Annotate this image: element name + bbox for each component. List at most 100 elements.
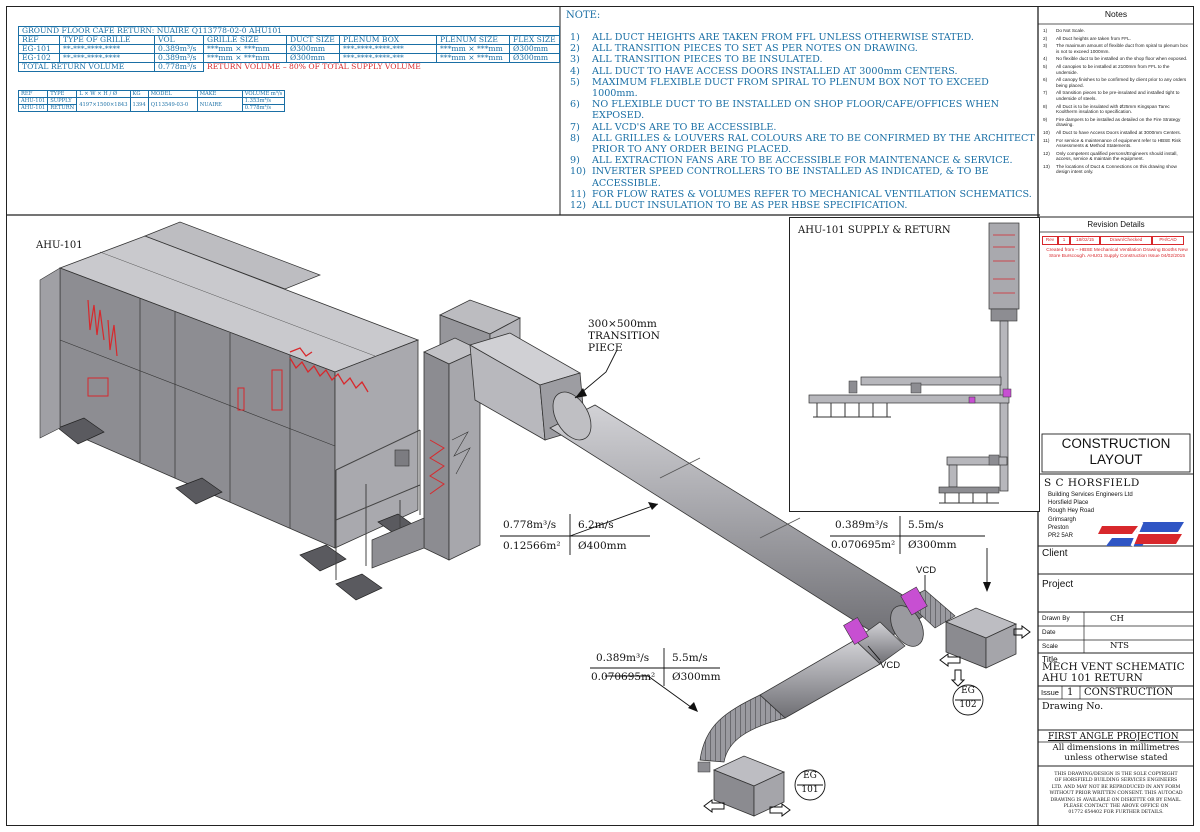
main-flow-diameter: Ø400mm — [578, 540, 627, 552]
side-note-item: 6) All canopy finishes to be confirmed by… — [1043, 77, 1191, 88]
address-line: Building Services Engineers Ltd — [1048, 492, 1133, 498]
note-number: 11) — [570, 188, 586, 200]
branch-eg101 — [697, 617, 906, 817]
inset-view — [789, 217, 1040, 512]
note-number: 8) — [1043, 103, 1048, 109]
note-number: 5) — [1043, 63, 1048, 69]
note-text: MAXIMUM FLEXIBLE DUCT FROM SPIRAL TO PLE… — [592, 76, 989, 100]
company-address: Building Services Engineers Ltd Horsfiel… — [1048, 491, 1133, 540]
note-text: All Duct is to be insulated with Ø25mm K… — [1056, 103, 1170, 115]
note-number: 12) — [570, 200, 586, 212]
side-note-item: 2)All Duct heights are taken from FFL. — [1043, 36, 1191, 42]
note-text: ALL VCD'S ARE TO BE ACCESSIBLE. — [592, 121, 777, 133]
main-flow-area: 0.12566m² — [503, 540, 561, 552]
note-item: 8)ALL GRILLES & LOUVERS RAL COLOURS ARE … — [570, 133, 1036, 155]
issue-status: CONSTRUCTION — [1084, 687, 1174, 698]
side-notes-list: 1)Do Not Scale. 2)All Duct heights are t… — [1043, 28, 1191, 177]
grille-102-prefix: EG — [961, 686, 975, 696]
note-item: 11)FOR FLOW RATES & VOLUMES REFER TO MEC… — [570, 189, 1036, 200]
main-flow-volume: 0.778m³/s — [503, 519, 557, 531]
company-name: S C HORSFIELD — [1044, 477, 1140, 489]
copyright-note: THIS DRAWING/DESIGN IS THE SOLE COPYRIGH… — [1038, 772, 1194, 817]
notes-heading: NOTE: — [566, 10, 601, 21]
side-note-item: 13) The locations of Duct & Connections o… — [1043, 164, 1191, 175]
table-row: AHU-101 RETURN 0.778m³/s — [17, 104, 286, 112]
note-number: 10) — [570, 166, 586, 178]
title-line: MECH VENT SCHEMATIC — [1042, 661, 1185, 673]
notes-list: 1) ALL DUCT HEIGHTS ARE TAKEN FROM FFL UN… — [570, 32, 1036, 211]
leader-lines — [569, 349, 988, 711]
ahu-unit — [39, 221, 420, 601]
dims-line: unless otherwise stated — [1064, 752, 1168, 763]
branch-b-velocity: 5.5m/s — [672, 652, 708, 664]
side-note-item: 8) All Duct is to be insulated with Ø25mm… — [1043, 104, 1191, 115]
transition-riser — [335, 299, 521, 580]
note-text: All transition pieces to be pre-insulate… — [1056, 90, 1180, 101]
title-label: Title — [1042, 654, 1058, 664]
address-line: Horsfield Place — [1048, 500, 1089, 507]
branch-a-volume: 0.389m³/s — [835, 519, 889, 531]
note-text: ALL DUCT HEIGHTS ARE TAKEN FROM FFL UNLE… — [592, 32, 974, 43]
issue-label: Issue — [1041, 688, 1059, 697]
note-number: 13) — [1043, 163, 1050, 169]
scale-value: NTS — [1110, 641, 1129, 651]
note-item: 7)ALL VCD'S ARE TO BE ACCESSIBLE. — [570, 122, 1036, 133]
note-text: NO FLEXIBLE DUCT TO BE INSTALLED ON SHOP… — [592, 99, 1000, 122]
grille-101-number: 101 — [801, 785, 819, 795]
note-text: The locations of Duct & Connections on t… — [1056, 163, 1177, 175]
drawing-number-label: Drawing No. — [1042, 701, 1104, 712]
note-text: All canopy finishes to be confirmed by c… — [1056, 77, 1187, 88]
copyright-line: LTD. AND MAY NOT BE REPRODUCED IN ANY FO… — [1051, 784, 1181, 790]
note-item: 10)INVERTER SPEED CONTROLLERS TO BE INST… — [570, 166, 1036, 188]
revision-text: Created from – HBSE Mechanical Ventilati… — [1046, 248, 1188, 259]
dimensions-note: All dimensions in millimetres unless oth… — [1038, 743, 1194, 763]
note-item: 2)ALL TRANSITION PIECES TO SET AS PER NO… — [570, 43, 1036, 54]
rev-cell: Drawn/Checked — [1100, 236, 1152, 245]
drawing-title: MECH VENT SCHEMATIC AHU 101 RETURN — [1042, 662, 1185, 684]
note-number: 6) — [1043, 77, 1048, 83]
note-number: 12) — [1043, 150, 1050, 156]
drawn-by-value: CH — [1110, 614, 1124, 624]
note-number: 3) — [570, 54, 580, 66]
note-text: Do Not Scale. — [1056, 28, 1085, 33]
title-block-lines — [1038, 433, 1194, 767]
cell: 0.778m³/s — [241, 104, 286, 112]
note-number: 1) — [570, 32, 580, 43]
project-label: Project — [1042, 579, 1074, 590]
copyright-line: 01772 654402 FOR FURTHER DETAILS. — [1068, 810, 1164, 816]
note-number: 5) — [570, 76, 580, 88]
side-notes-heading: Notes — [1104, 9, 1128, 19]
note-number: 2) — [570, 43, 580, 55]
branch-a-velocity: 5.5m/s — [908, 519, 944, 531]
note-text: ALL GRILLES & LOUVERS RAL COLOURS ARE TO… — [592, 132, 1035, 156]
note-item: 4)ALL DUCT TO HAVE ACCESS DOORS INSTALLE… — [570, 66, 1036, 77]
ahu-label: AHU-101 — [36, 240, 83, 251]
side-note-item: 3)The maximum amount of flexible duct fr… — [1043, 43, 1191, 54]
copyright-line: THIS DRAWING/DESIGN IS THE SOLE COPYRIGH… — [1054, 772, 1178, 777]
note-item: 3) ALL TRANSITION PIECES TO BE INSULATED. — [570, 54, 1036, 65]
total-value: 0.778m³/s — [154, 62, 204, 72]
leader-arrowheads — [575, 388, 991, 712]
address-line: Preston — [1048, 524, 1069, 531]
note-number: 9) — [1043, 116, 1048, 122]
title-line: AHU 101 RETURN — [1042, 672, 1143, 684]
cell: 4197×1500×1843 — [76, 97, 131, 112]
return-schedule-table: GROUND FLOOR CAFE RETURN: NUAIRE Q113778… — [18, 26, 560, 72]
address-line: PR2 5AR — [1048, 533, 1074, 540]
copyright-line: DRAWING IS AVAILABLE ON DISKETTE OR BY E… — [1050, 797, 1182, 803]
date-label: Date — [1042, 629, 1056, 636]
note-item: 1) ALL DUCT HEIGHTS ARE TAKEN FROM FFL UN… — [570, 32, 1036, 43]
cell: NUAIRE — [196, 97, 243, 112]
revision-heading: Revision Details — [1087, 220, 1145, 229]
address-line: Grimsargh — [1048, 516, 1077, 523]
cell: AHU-101 — [17, 104, 49, 112]
note-number: 11) — [1043, 137, 1050, 143]
vcd-label-lower: VCD — [880, 660, 901, 671]
note-text: For service & maintenance of equipment r… — [1056, 137, 1181, 149]
grille-tag-bubbles — [794, 684, 984, 801]
side-note-item: 12)Only competent qualified persons/Engi… — [1043, 151, 1191, 162]
note-number: 9) — [570, 155, 580, 167]
flow-label-rules — [500, 514, 985, 686]
note-text: ALL TRANSITION PIECES TO BE INSULATED. — [592, 54, 823, 66]
main-flow-velocity: 6.2m/s — [578, 519, 614, 531]
